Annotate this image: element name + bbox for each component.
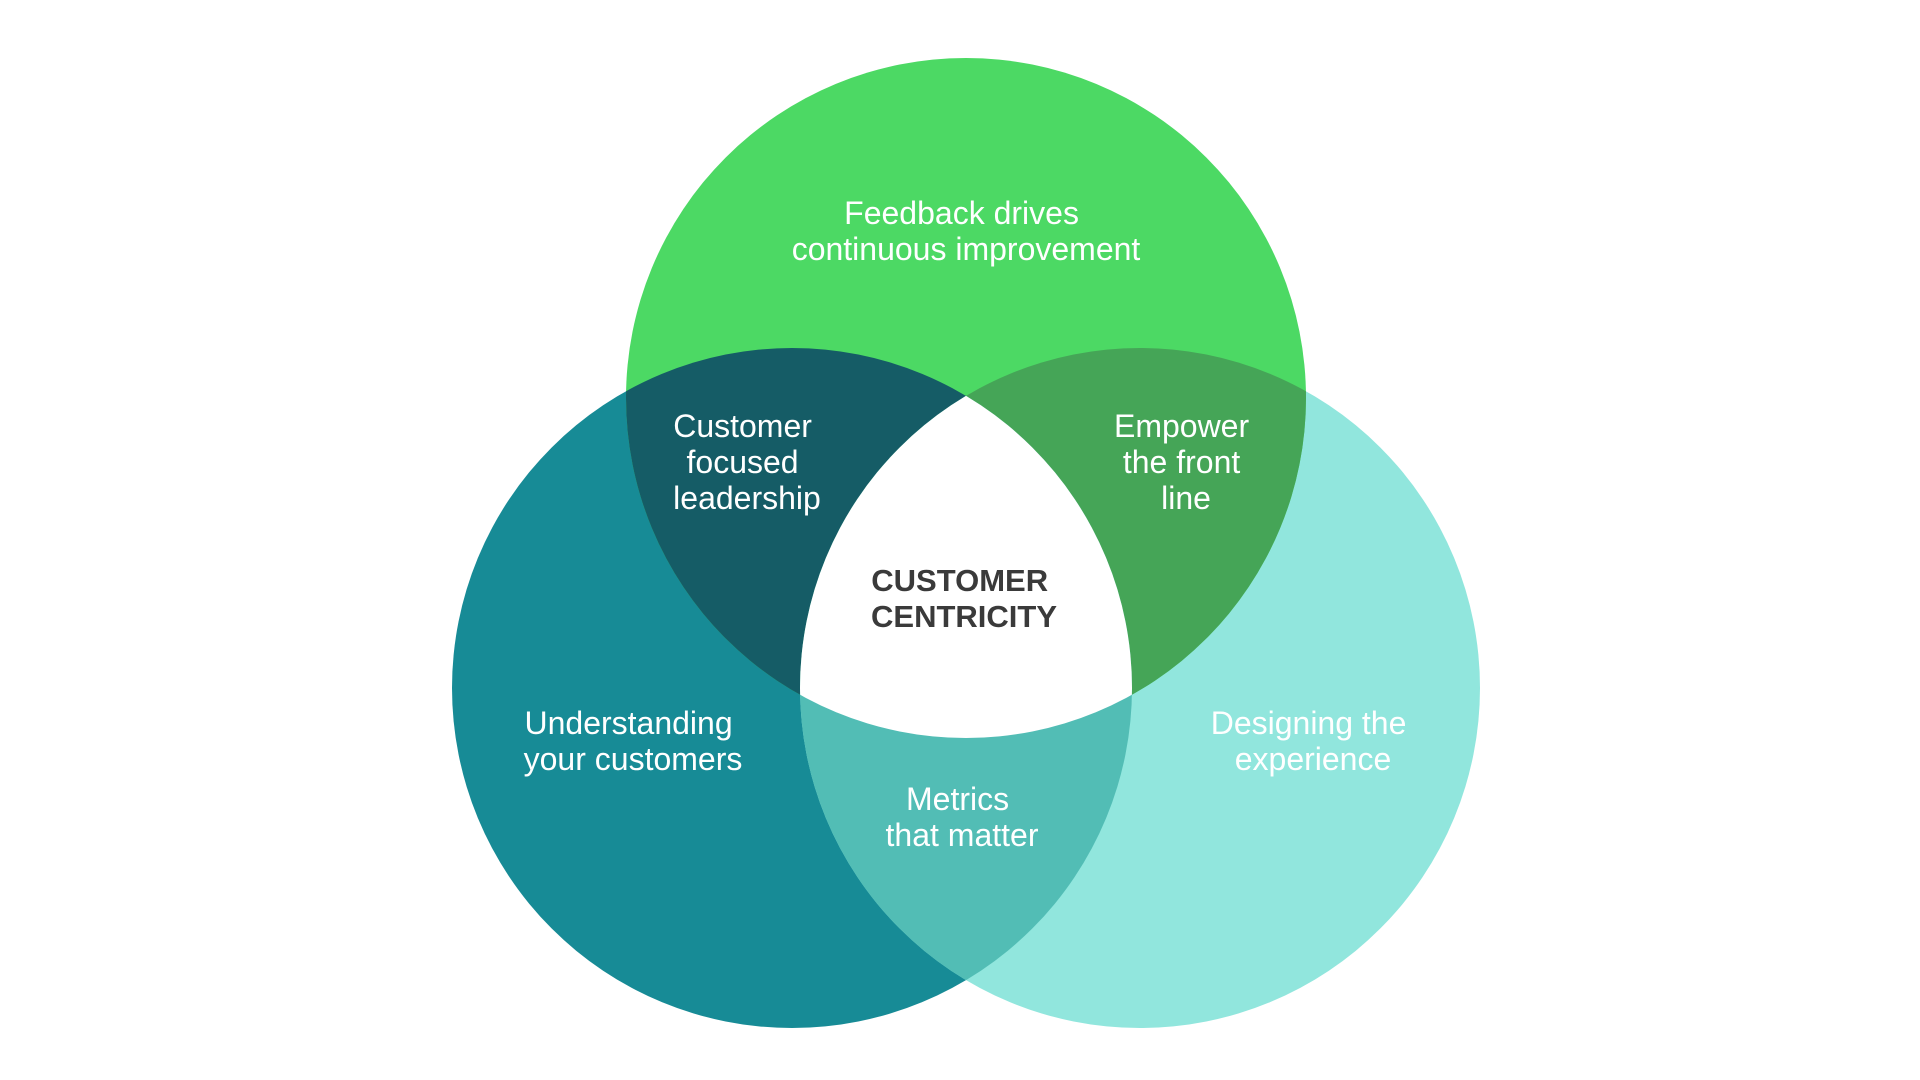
label-overlap-top-left-line-2: focused [687, 444, 799, 480]
label-overlap-left-right-line-2: that matter [886, 817, 1039, 853]
label-right: Designing the experience [1211, 705, 1416, 777]
label-overlap-top-left-line-3: leadership [673, 480, 821, 516]
label-center: CUSTOMER CENTRICITY [871, 563, 1057, 634]
label-center-line-1: CUSTOMER [871, 563, 1048, 598]
label-right-line-1: Designing the [1211, 705, 1407, 741]
label-overlap-top-right-line-3: line [1161, 480, 1211, 516]
label-overlap-top-right-line-1: Empower [1114, 408, 1250, 444]
label-left-line-1: Understanding [524, 705, 732, 741]
label-top-line-2: continuous improvement [792, 231, 1141, 267]
label-overlap-left-right-line-1: Metrics [906, 781, 1009, 817]
label-overlap-top-right: Empower the front line [1114, 408, 1258, 516]
label-left-line-2: your customers [524, 741, 743, 777]
label-overlap-top-left-line-1: Customer [673, 408, 812, 444]
label-overlap-left-right: Metrics that matter [886, 781, 1039, 853]
label-overlap-top-left: Customer focused leadership [673, 408, 821, 516]
overlap-center [800, 348, 1132, 738]
label-left: Understanding your customers [524, 705, 743, 777]
label-right-line-2: experience [1235, 741, 1392, 777]
label-center-line-2: CENTRICITY [871, 599, 1057, 634]
label-top: Feedback drives continuous improvement [792, 195, 1141, 267]
label-overlap-top-right-line-2: the front [1123, 444, 1241, 480]
label-top-line-1: Feedback drives [844, 195, 1079, 231]
